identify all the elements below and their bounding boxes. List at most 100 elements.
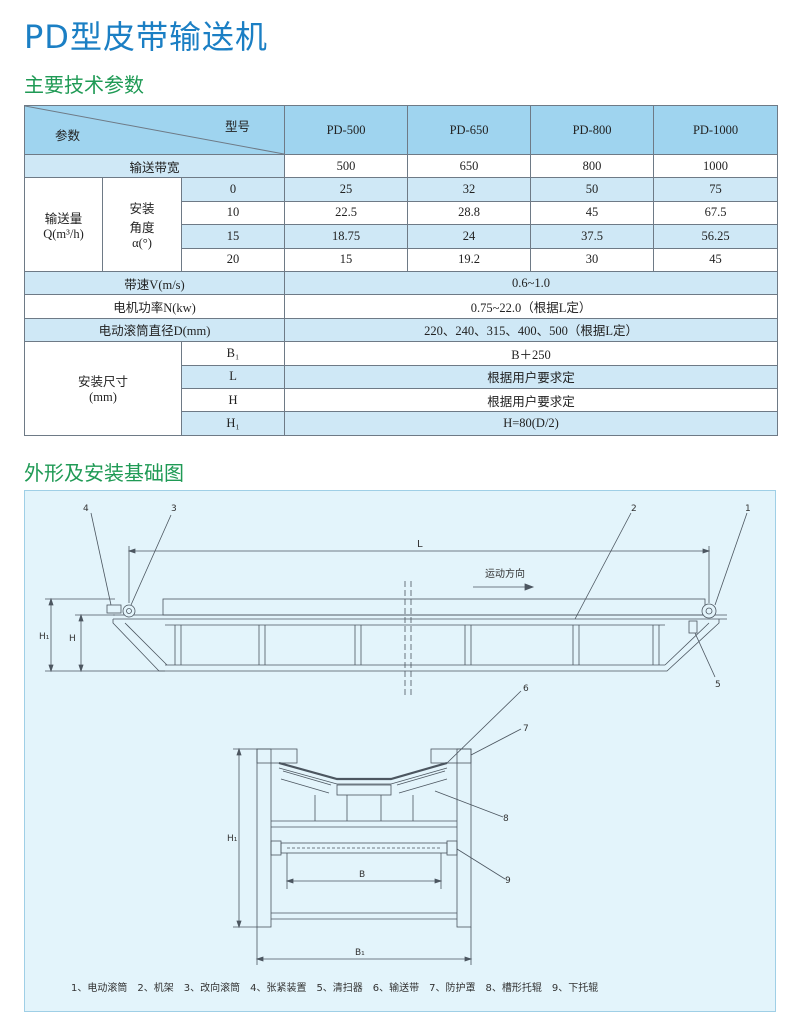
leader-1	[714, 512, 748, 606]
label-B1: B₁	[355, 948, 365, 958]
angle-value: 0	[180, 177, 286, 202]
page-title: PD型皮带输送机	[24, 18, 268, 56]
break-lines	[404, 581, 412, 695]
install-value: B＋250	[284, 341, 779, 366]
capacity-label: 输送量 Q(m³/h)	[24, 177, 103, 272]
side-idler-right	[396, 770, 446, 786]
label-4: 4	[83, 504, 89, 514]
drawing-section-title: 外形及安装基础图	[24, 461, 184, 485]
label-2: 2	[631, 504, 637, 514]
header-param-label: 参数	[55, 129, 81, 143]
label-7: 7	[523, 724, 529, 734]
angle-value: 20	[180, 247, 286, 272]
header-diagonal-cell: 型号 参数	[23, 105, 286, 155]
label-H1: H₁	[39, 632, 50, 642]
side-idler-left	[282, 770, 332, 786]
leader-5	[694, 632, 716, 678]
label-1: 1	[745, 504, 751, 514]
table-cell: 75	[653, 177, 779, 202]
table-cell: 37.5	[530, 224, 655, 249]
leader-2	[574, 512, 632, 620]
label-9: 9	[505, 876, 511, 886]
table-cell: 19.2	[407, 247, 532, 272]
label-B: B	[359, 870, 365, 880]
drum-value: 220、240、315、400、500（根据L定）	[284, 317, 779, 343]
leader-7	[470, 728, 522, 756]
capacity-label-line1: 输送量	[44, 211, 83, 226]
angle-label-line1: 安装	[129, 202, 155, 217]
angle-value: 15	[180, 224, 286, 249]
power-label: 电机功率N(kw)	[23, 294, 286, 319]
left-post	[256, 748, 272, 928]
table-cell: 800	[530, 153, 655, 179]
conveyor-drawing-svg: L	[39, 504, 751, 994]
table-cell: 25	[284, 177, 409, 202]
table-cell: 500	[284, 153, 409, 179]
leader-4	[90, 512, 112, 606]
dim-arrows	[127, 548, 711, 554]
table-row: H₁ H=80(D/2)	[25, 411, 779, 436]
table-cell: 24	[407, 224, 532, 249]
speed-label: 带速V(m/s)	[23, 270, 286, 296]
table-cell: 18.75	[284, 224, 409, 249]
label-L: L	[417, 539, 423, 550]
table-row: L 根据用户要求定	[25, 364, 779, 389]
direction-label: 运动方向	[485, 567, 525, 580]
install-key: B₁	[180, 341, 286, 366]
install-label-line1: 安装尺寸	[77, 375, 128, 390]
table-row: 安装尺寸 (mm) B₁ B＋250	[24, 341, 779, 436]
leader-3	[130, 514, 172, 606]
table-cell: 45	[653, 247, 779, 272]
table-cell: 1000	[653, 153, 779, 179]
table-cell: 32	[407, 177, 532, 202]
drawing-legend: 1、电动滚筒 2、机架 3、改向滚筒 4、张紧装置 5、清扫器 6、输送带 7、…	[71, 981, 598, 994]
label-3: 3	[171, 504, 177, 514]
power-value: 0.75~22.0（根据L定）	[284, 294, 779, 319]
install-label: 安装尺寸 (mm)	[24, 341, 182, 436]
table-cell: 28.8	[407, 200, 532, 226]
table-row: 输送带宽 500 650 800 1000	[23, 153, 779, 179]
table-row: 带速V(m/s) 0.6~1.0	[23, 270, 779, 296]
leader-9	[456, 848, 506, 880]
label-5: 5	[715, 680, 721, 690]
guard-left	[256, 748, 298, 764]
cleaner	[688, 620, 698, 634]
leader-8	[434, 790, 504, 818]
label-6: 6	[523, 684, 529, 694]
install-value: 根据用户要求定	[284, 387, 779, 413]
table-row: 20 15 19.2 30 45	[25, 247, 779, 272]
angle-label-line3: α(°)	[132, 236, 152, 251]
label-8: 8	[503, 814, 509, 824]
guard-right	[430, 748, 472, 764]
table-cell: 45	[530, 200, 655, 226]
frame-verticals	[174, 625, 660, 665]
center-idler	[336, 784, 392, 796]
angle-value: 10	[180, 200, 286, 226]
table-row: 电动滚筒直径D(mm) 220、240、315、400、500（根据L定）	[23, 317, 779, 343]
model-header: PD-500	[284, 105, 409, 155]
label-H1-section: H₁	[227, 834, 238, 844]
table-header-row: 型号 参数 PD-500 PD-650 PD-800 PD-1000	[23, 105, 779, 155]
table-cell: 30	[530, 247, 655, 272]
table-cell: 650	[407, 153, 532, 179]
trough-belt	[278, 761, 448, 781]
install-value: H=80(D/2)	[284, 411, 779, 436]
conveyor-belt	[162, 598, 706, 616]
tension-device	[106, 604, 122, 614]
belt-width-label: 输送带宽	[23, 153, 286, 179]
install-key: H₁	[180, 411, 286, 436]
section-view: B B₁ H₁ 6 7 8 9	[227, 684, 529, 965]
motor-drum	[701, 603, 717, 619]
side-view: L	[39, 504, 751, 695]
tail-drum	[122, 604, 136, 618]
table-row: 15 18.75 24 37.5 56.25	[25, 224, 779, 249]
table-cell: 50	[530, 177, 655, 202]
installation-drawing: L	[24, 490, 776, 1012]
leader-6	[446, 690, 522, 764]
spec-table: 型号 参数 PD-500 PD-650 PD-800 PD-1000 输送带宽 …	[23, 105, 779, 436]
right-post	[456, 748, 472, 928]
angle-label-line2: 角度	[129, 221, 155, 236]
table-row: 输送量 Q(m³/h) 安装 角度 α(°) 0 25 32 50 75	[24, 177, 779, 272]
speed-value: 0.6~1.0	[284, 270, 779, 296]
frame-outline	[112, 619, 720, 672]
